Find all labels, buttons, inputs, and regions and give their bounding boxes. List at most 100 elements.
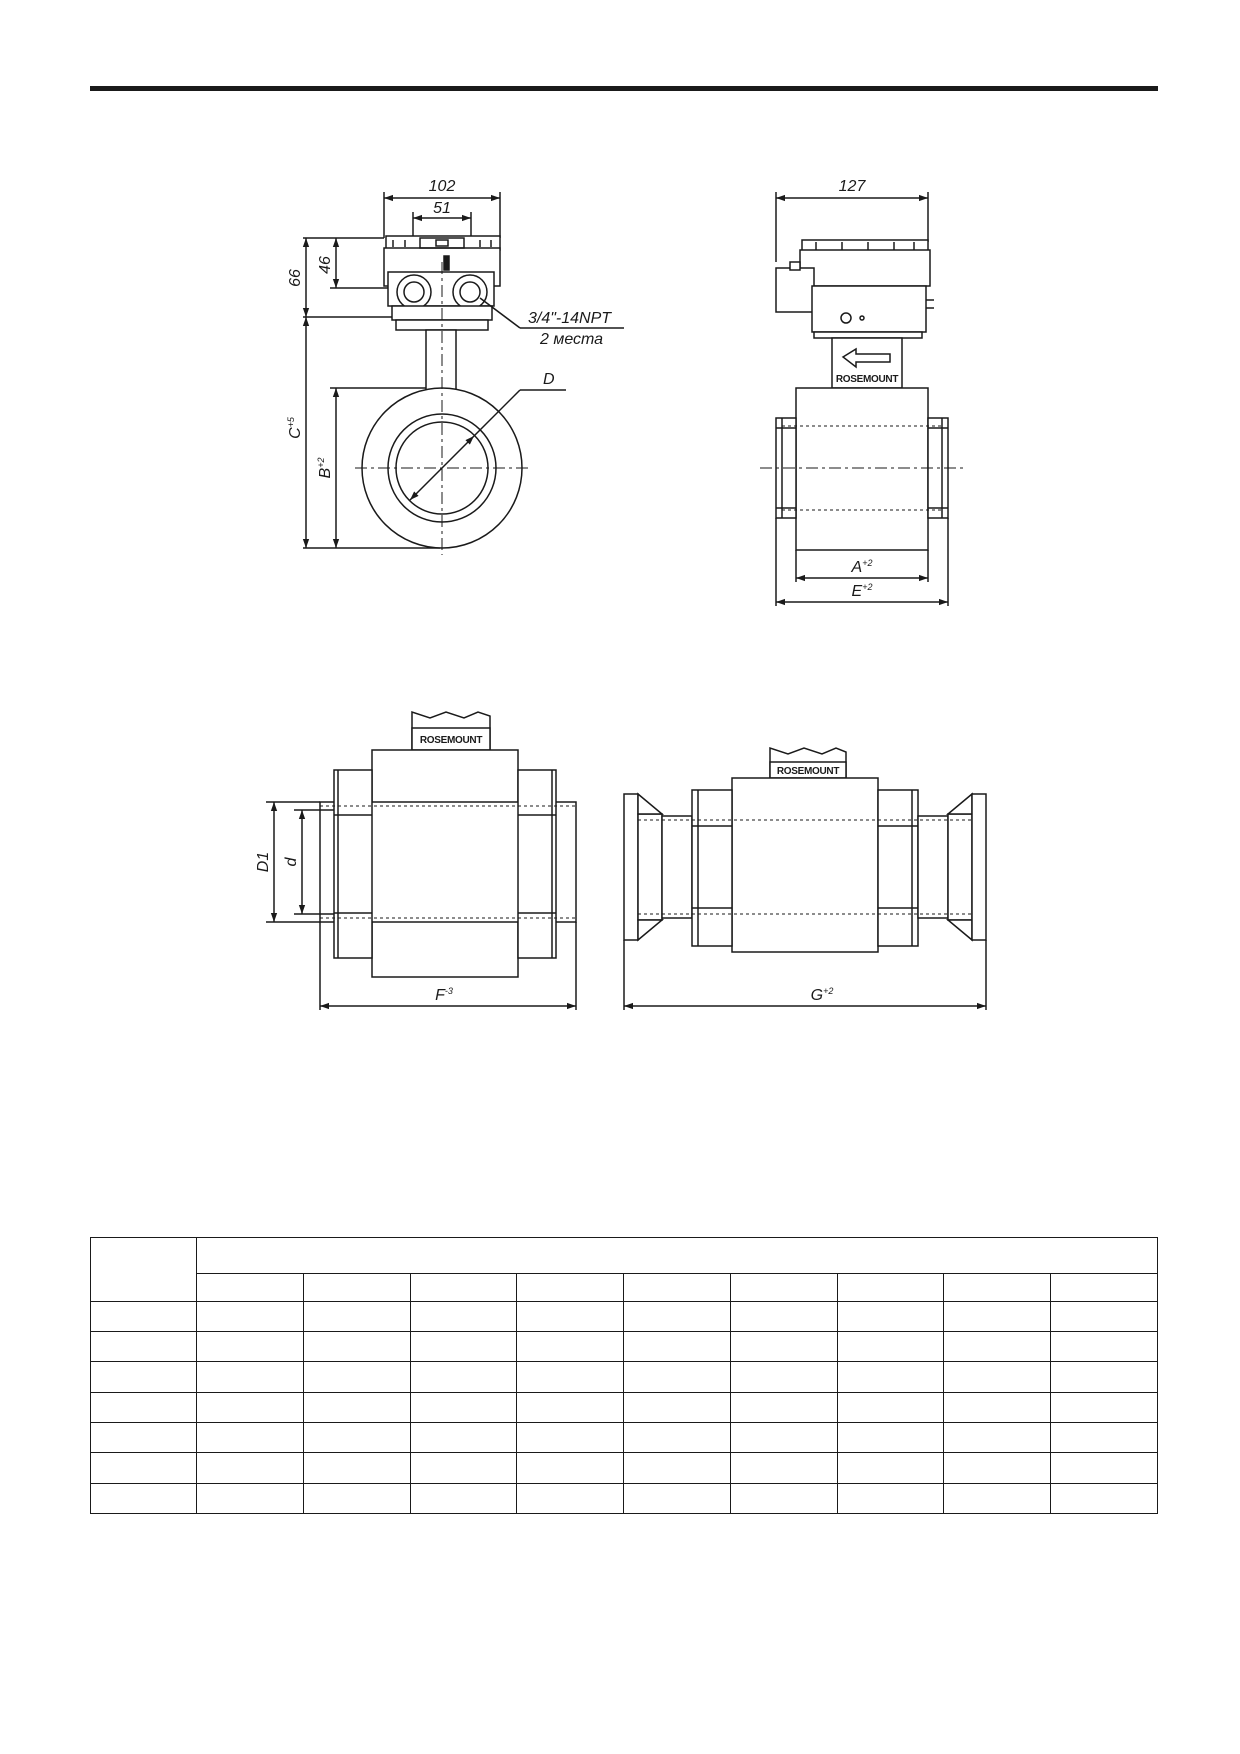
table-cell bbox=[196, 1361, 304, 1393]
table-cell bbox=[409, 1391, 518, 1424]
table-cell bbox=[409, 1331, 518, 1363]
side-brand-logo: ROSEMOUNT bbox=[836, 374, 898, 385]
table-cell bbox=[729, 1452, 838, 1484]
table-cell bbox=[196, 1331, 304, 1363]
table-cell bbox=[196, 1300, 304, 1333]
table-cell bbox=[196, 1273, 304, 1302]
table-cell bbox=[836, 1300, 945, 1333]
table-cell bbox=[943, 1300, 1052, 1333]
dim-a: A+2 bbox=[851, 558, 873, 576]
table-row bbox=[90, 1452, 1158, 1484]
table-cell bbox=[943, 1421, 1052, 1454]
table-cell bbox=[90, 1331, 197, 1363]
front-dim-height-66: 66 bbox=[287, 269, 304, 287]
table-cell bbox=[623, 1421, 731, 1454]
table-cell bbox=[1050, 1273, 1158, 1302]
table-cell bbox=[729, 1300, 838, 1333]
table-cell bbox=[302, 1482, 411, 1515]
front-dim-height-46: 46 bbox=[317, 256, 334, 274]
table-row bbox=[90, 1421, 1158, 1454]
table-cell bbox=[1050, 1361, 1158, 1393]
table-cell bbox=[729, 1421, 838, 1454]
table-corner-cell bbox=[90, 1237, 197, 1302]
thread-count-label: 2 места bbox=[539, 331, 603, 348]
table-cell bbox=[90, 1482, 197, 1515]
clamp-brand-logo: ROSEMOUNT bbox=[777, 766, 839, 777]
table-cell bbox=[409, 1361, 518, 1393]
table-cell bbox=[729, 1331, 838, 1363]
table-row bbox=[90, 1482, 1158, 1515]
side-view bbox=[760, 192, 964, 606]
table-row bbox=[90, 1331, 1158, 1363]
dim-c: C+5 bbox=[286, 416, 304, 439]
table-cell bbox=[943, 1273, 1052, 1302]
table-cell bbox=[623, 1482, 731, 1515]
dim-d1: D1 bbox=[255, 852, 272, 872]
table-cell bbox=[623, 1452, 731, 1484]
table-cell bbox=[302, 1361, 411, 1393]
table-cell bbox=[302, 1331, 411, 1363]
table-cell bbox=[943, 1482, 1052, 1515]
table-cell bbox=[943, 1361, 1052, 1393]
table-cell bbox=[1050, 1482, 1158, 1515]
header-rule bbox=[90, 86, 1158, 91]
table-cell bbox=[516, 1300, 625, 1333]
dim-g: G+2 bbox=[811, 986, 834, 1004]
table-cell bbox=[623, 1361, 731, 1393]
dim-e: E+2 bbox=[852, 582, 873, 600]
table-cell bbox=[729, 1361, 838, 1393]
table-cell bbox=[943, 1452, 1052, 1484]
table-cell bbox=[516, 1391, 625, 1424]
table-cell bbox=[1050, 1452, 1158, 1484]
table-group-header bbox=[196, 1236, 1158, 1275]
table-cell bbox=[729, 1391, 838, 1424]
table-cell bbox=[90, 1391, 197, 1424]
table-cell bbox=[196, 1391, 304, 1424]
table-cell bbox=[302, 1391, 411, 1424]
table-row bbox=[90, 1391, 1158, 1424]
clamp-view bbox=[623, 746, 987, 1010]
table-cell bbox=[1050, 1421, 1158, 1454]
table-cell bbox=[943, 1391, 1052, 1424]
table-subheader-row bbox=[91, 1273, 1158, 1302]
table-header-row bbox=[90, 1236, 1158, 1302]
table-cell bbox=[623, 1331, 731, 1363]
table-cell bbox=[516, 1452, 625, 1484]
table-cell bbox=[90, 1300, 197, 1333]
dim-f: F-3 bbox=[435, 986, 453, 1004]
table-cell bbox=[1050, 1391, 1158, 1424]
table-cell bbox=[90, 1421, 197, 1454]
table-body bbox=[90, 1300, 1158, 1515]
table-cell bbox=[516, 1361, 625, 1393]
table-cell bbox=[836, 1482, 945, 1515]
table-cell bbox=[943, 1331, 1052, 1363]
thread-label: 3/4"-14NPT bbox=[528, 310, 612, 327]
side-dim-top: 127 bbox=[839, 178, 867, 195]
dimension-table bbox=[90, 1236, 1158, 1515]
front-view bbox=[302, 192, 624, 555]
table-cell bbox=[1050, 1331, 1158, 1363]
table-cell bbox=[409, 1273, 518, 1302]
table-cell bbox=[196, 1482, 304, 1515]
dim-b: B+2 bbox=[316, 458, 334, 479]
table-cell bbox=[836, 1391, 945, 1424]
table-cell bbox=[836, 1361, 945, 1393]
table-cell bbox=[623, 1273, 731, 1302]
table-cell bbox=[516, 1482, 625, 1515]
table-cell bbox=[516, 1331, 625, 1363]
table-cell bbox=[836, 1273, 945, 1302]
table-cell bbox=[196, 1421, 304, 1454]
threaded-brand-logo: ROSEMOUNT bbox=[420, 735, 482, 746]
table-cell bbox=[729, 1273, 838, 1302]
table-cell bbox=[836, 1421, 945, 1454]
table-cell bbox=[836, 1452, 945, 1484]
table-cell bbox=[623, 1391, 731, 1424]
table-cell bbox=[302, 1452, 411, 1484]
table-cell bbox=[409, 1421, 518, 1454]
front-dim-inner: 51 bbox=[433, 200, 451, 217]
table-cell bbox=[302, 1421, 411, 1454]
front-dim-top: 102 bbox=[429, 178, 456, 195]
table-cell bbox=[196, 1452, 304, 1484]
table-cell bbox=[409, 1482, 518, 1515]
